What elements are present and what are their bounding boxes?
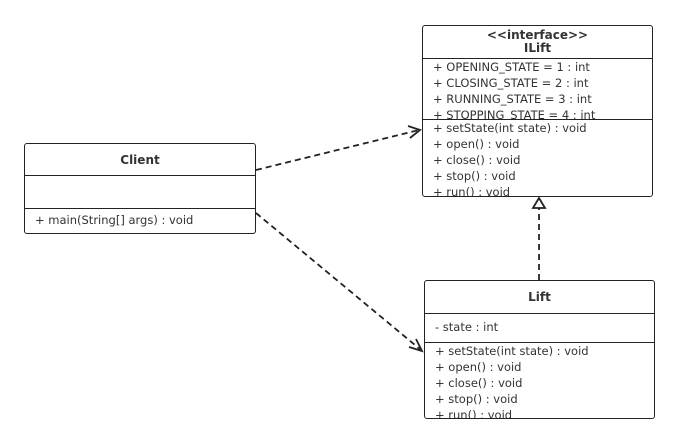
lift-methods: + setState(int state) : void + open() : …	[425, 343, 654, 418]
client-attributes	[25, 176, 255, 209]
ilift-interface[interactable]: <<interface>> ILift + OPENING_STATE = 1 …	[422, 25, 653, 197]
method: + main(String[] args) : void	[35, 213, 194, 227]
attribute: - state : int	[435, 320, 499, 334]
attribute: + OPENING_STATE = 1 : int	[433, 60, 590, 74]
method: + run() : void	[433, 185, 511, 196]
method: + stop() : void	[435, 392, 518, 406]
ilift-attributes: + OPENING_STATE = 1 : int + CLOSING_STAT…	[423, 59, 652, 120]
method: + setState(int state) : void	[433, 121, 587, 135]
lift-attributes: - state : int	[425, 314, 654, 343]
lift-class[interactable]: Lift - state : int + setState(int state)…	[424, 280, 655, 419]
method: + close() : void	[433, 153, 521, 167]
method: + run() : void	[435, 408, 513, 418]
dependency-client-to-lift	[255, 212, 424, 353]
attribute: + STOPPING_STATE = 4 : int	[433, 108, 596, 120]
client-class[interactable]: Client + main(String[] args) : void	[24, 143, 256, 234]
realization-lift-to-ilift	[531, 196, 547, 280]
ilift-header: <<interface>> ILift	[423, 26, 652, 59]
stereotype: <<interface>>	[486, 28, 589, 42]
method: + open() : void	[435, 360, 522, 374]
lift-header: Lift	[425, 281, 654, 314]
method: + open() : void	[433, 137, 520, 151]
method: + close() : void	[435, 376, 523, 390]
attribute: + CLOSING_STATE = 2 : int	[433, 76, 589, 90]
method: + setState(int state) : void	[435, 344, 589, 358]
client-methods: + main(String[] args) : void	[25, 209, 255, 233]
client-header: Client	[25, 144, 255, 176]
class-name: ILift	[523, 41, 552, 55]
ilift-methods: + setState(int state) : void + open() : …	[423, 120, 652, 196]
attribute: + RUNNING_STATE = 3 : int	[433, 92, 592, 106]
dependency-client-to-ilift	[255, 125, 422, 171]
method: + stop() : void	[433, 169, 516, 183]
class-name: Client	[120, 153, 160, 167]
class-name: Lift	[528, 290, 551, 304]
